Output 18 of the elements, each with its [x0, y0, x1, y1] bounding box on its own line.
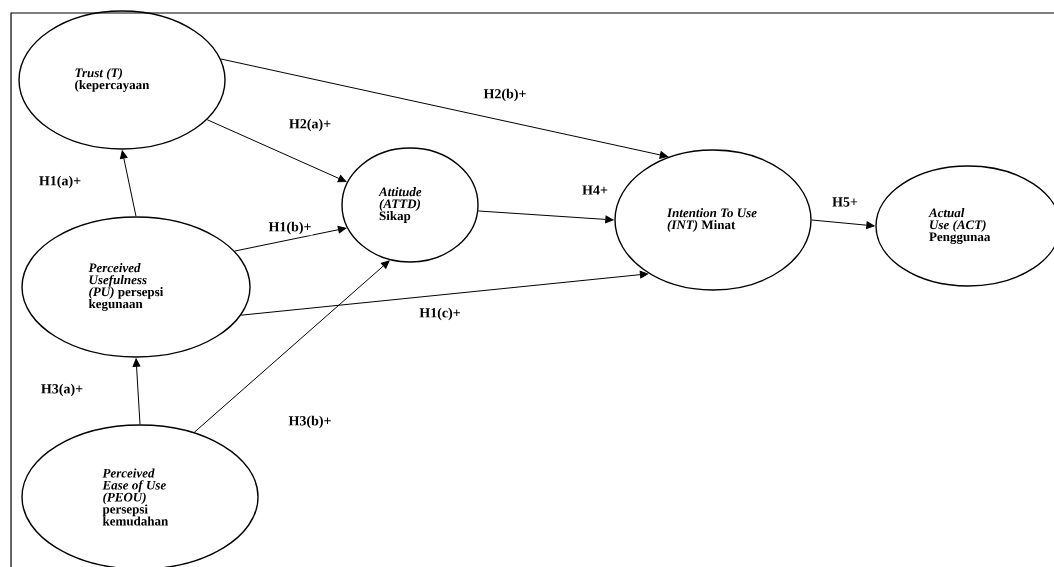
edge-label: H4+	[581, 184, 609, 196]
arrow	[132, 358, 141, 425]
arrow	[240, 270, 649, 316]
arrow	[234, 225, 347, 252]
edge-label: H1(a)+	[37, 174, 83, 190]
edge-label: H2(a)+	[287, 117, 333, 133]
edge-label: H1(b)+	[267, 220, 313, 236]
arrow	[120, 150, 137, 217]
arrow	[220, 58, 669, 159]
edge-label: H1(c)+	[418, 306, 462, 322]
arrow	[477, 210, 614, 224]
edge-label: H3(b)+	[287, 414, 333, 430]
edge-label: H5+	[831, 196, 859, 208]
arrow	[206, 119, 347, 183]
arrow	[811, 219, 875, 230]
edge-label: H3(a)+	[39, 382, 85, 398]
edge-label: H2(b)+	[482, 87, 528, 103]
arrow	[193, 260, 390, 433]
